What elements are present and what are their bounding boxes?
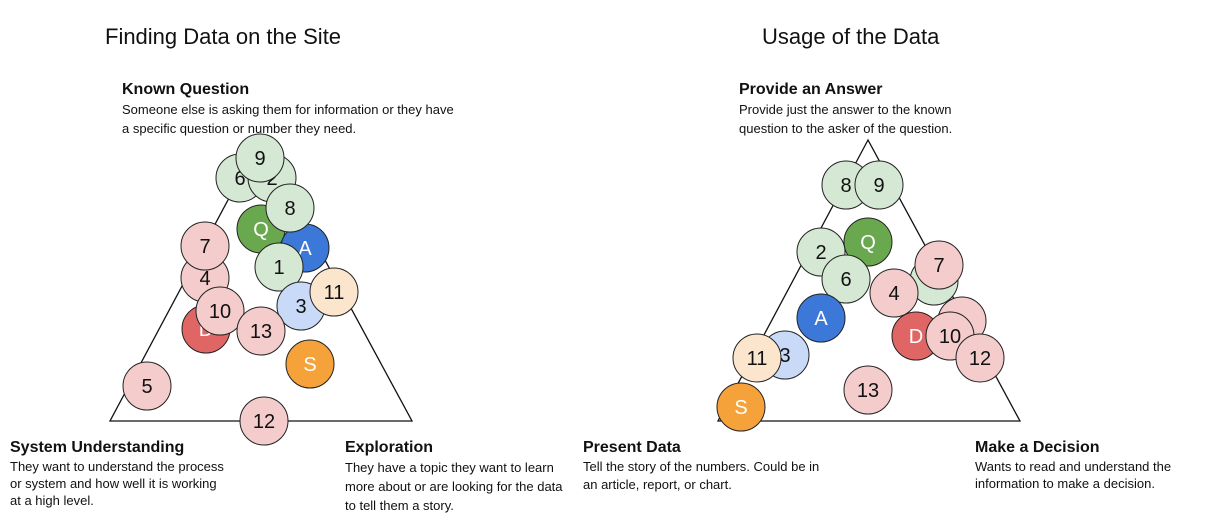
bubble-label: 4 [199,268,210,290]
left-bubble-s: S [285,339,335,389]
bubble-circle [843,217,893,267]
left-bubble-5: 5 [122,361,172,411]
bubble-label: 3 [779,345,790,367]
right-bubble-13: 13 [843,365,893,415]
bubble-circle [796,293,846,343]
make-decision-text: Wants to read and understand the informa… [975,459,1172,491]
bubble-label: 13 [857,380,879,402]
bubble-label: 8 [284,198,295,220]
bubble-label: Q [253,219,269,241]
system-understanding-text: They want to understand the process or s… [10,459,224,508]
make-decision-label: Make a Decision Wants to read and unders… [975,438,1200,492]
bubble-circle [235,133,285,183]
bubble-circle [180,221,230,271]
right-bubble-4: 4 [869,268,919,318]
bubble-circle [955,333,1005,383]
bubble-label: 3 [295,296,306,318]
bubble-circle [854,160,904,210]
bubble-circle [254,242,304,292]
bubble-circle [716,382,766,432]
bubble-circle [122,361,172,411]
left-bubble-10: 10 [195,286,245,336]
left-diagram-title: Finding Data on the Site [105,24,342,49]
bubble-label: 13 [250,321,272,343]
provide-answer-text: Provide just the answer to the known que… [739,102,953,136]
bubble-label: 6 [840,269,851,291]
known-question-text: Someone else is asking them for informat… [122,102,454,136]
right-bubble-6: 6 [821,254,871,304]
bubble-circle [309,267,359,317]
bubble-label: 8 [840,175,851,197]
right-bubble-9: 9 [854,160,904,210]
bubble-circle [285,339,335,389]
bubble-circle [821,254,871,304]
bubble-label: 11 [747,348,768,370]
bubble-label: S [734,397,747,419]
bubble-label: Q [860,232,876,254]
provide-answer-heading: Provide an Answer [739,81,883,98]
bubble-label: 2 [815,242,826,264]
left-bubble-1: 1 [254,242,304,292]
system-understanding-label: System Understanding They want to unders… [10,438,225,509]
right-bubble-q: Q [843,217,893,267]
bubble-label: 12 [253,411,275,433]
bubble-label: 11 [324,282,345,304]
bubble-label: 12 [969,348,991,370]
left-bubble-11: 11 [309,267,359,317]
bubble-label: 10 [939,326,961,348]
right-bubble-12: 12 [955,333,1005,383]
left-bubble-13: 13 [236,306,286,356]
right-bubble-a: A [796,293,846,343]
bubble-label: 4 [888,283,899,305]
make-decision-heading: Make a Decision [975,439,1100,456]
bubble-label: S [303,354,316,376]
present-data-heading: Present Data [583,439,681,456]
known-question-heading: Known Question [122,81,250,98]
present-data-text: Tell the story of the numbers. Could be … [583,459,820,492]
bubble-circle [914,240,964,290]
left-bubble-9: 9 [235,133,285,183]
bubble-label: 7 [933,255,944,277]
bubble-label: 9 [254,148,265,170]
left-bubble-7: 7 [180,221,230,271]
right-bubble-7: 7 [914,240,964,290]
bubble-label: 7 [199,236,210,258]
known-question-label: Known Question Someone else is asking th… [122,80,462,138]
present-data-label: Present Data Tell the story of the numbe… [583,438,823,494]
exploration-heading: Exploration [345,439,434,456]
bubble-label: A [814,308,828,330]
right-bubble-s: S [716,382,766,432]
left-bubble-8: 8 [265,183,315,233]
bubble-circle [732,333,782,383]
bubble-circle [239,396,289,446]
bubble-label: 9 [873,175,884,197]
bubble-label: 1 [273,257,284,279]
exploration-label: Exploration They have a topic they want … [345,438,575,515]
bubble-circle [236,306,286,356]
provide-answer-label: Provide an Answer Provide just the answe… [739,80,989,138]
bubble-label: 5 [141,376,152,398]
right-diagram-title: Usage of the Data [762,24,940,49]
left-bubbles: 629QA8471D1031113S512 [122,133,359,446]
system-understanding-heading: System Understanding [10,439,185,456]
bubble-label: A [298,238,312,260]
bubble-label: 10 [209,301,231,323]
bubble-label: D [909,326,923,348]
exploration-text: They have a topic they want to learn mor… [345,460,563,513]
right-bubble-11: 11 [732,333,782,383]
bubble-circle [195,286,245,336]
bubble-circle [265,183,315,233]
left-bubble-12: 12 [239,396,289,446]
bubble-circle [843,365,893,415]
bubble-label: 6 [234,168,245,190]
bubble-circle [869,268,919,318]
